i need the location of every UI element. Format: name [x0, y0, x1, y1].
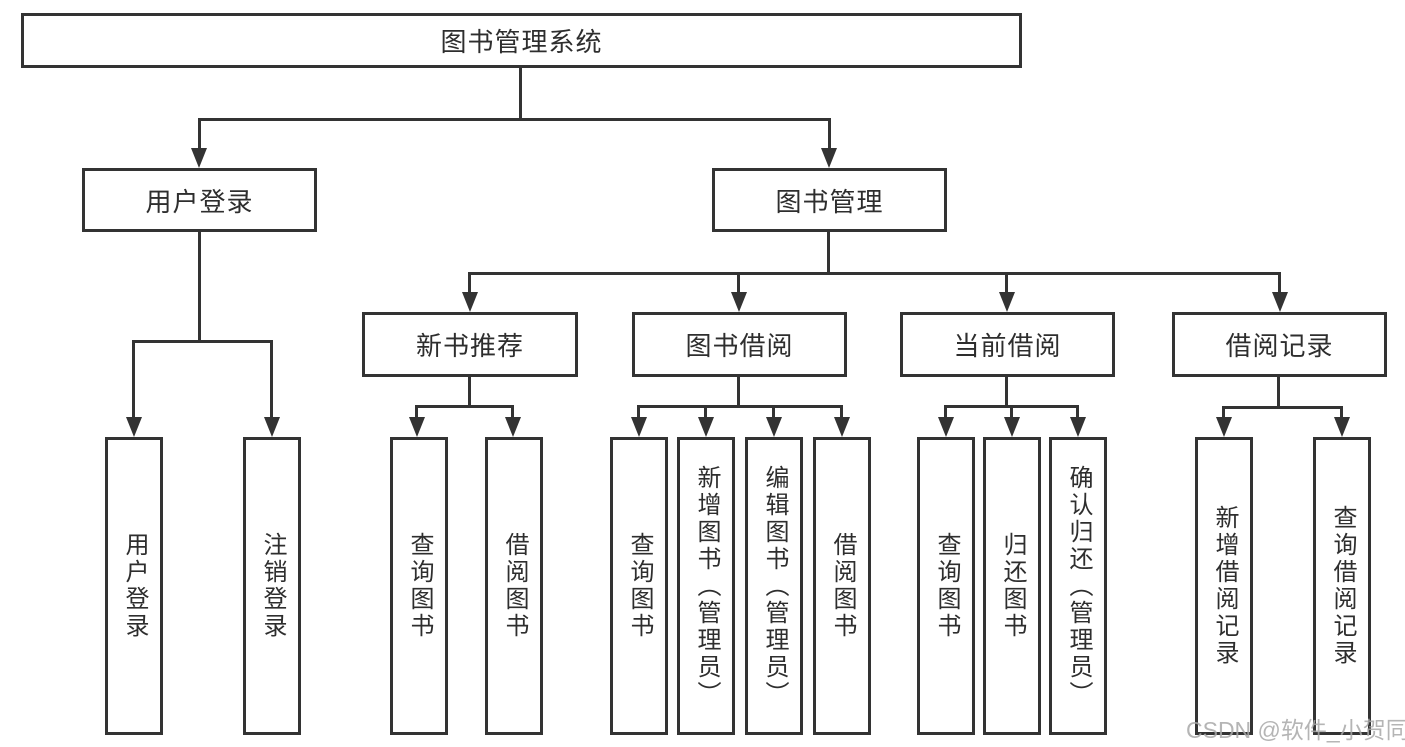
node-label: 借阅图书: [829, 532, 856, 640]
node-leaf-logout: 注销登录: [243, 437, 301, 735]
connector-line: [1010, 405, 1013, 419]
arrowhead-down-icon: [938, 417, 954, 437]
connector-line: [519, 68, 522, 118]
node-label: 查询图书: [933, 532, 960, 640]
connector-line: [468, 272, 1281, 275]
arrowhead-down-icon: [1070, 417, 1086, 437]
node-leaf-edit-books-admin: 编辑图书（管理员）: [745, 437, 803, 735]
node-label: 用户登录: [145, 186, 254, 217]
node-current-borrowing: 当前借阅: [900, 312, 1115, 377]
arrowhead-down-icon: [698, 417, 714, 437]
arrowhead-down-icon: [1334, 417, 1350, 437]
node-borrowing-records: 借阅记录: [1172, 312, 1387, 377]
connector-line: [198, 118, 201, 150]
arrowhead-down-icon: [264, 417, 280, 437]
connector-line: [1278, 272, 1281, 294]
connector-line: [1340, 406, 1343, 419]
arrowhead-down-icon: [731, 292, 747, 312]
arrowhead-down-icon: [1004, 417, 1020, 437]
connector-line: [944, 405, 947, 419]
arrowhead-down-icon: [505, 417, 521, 437]
node-label: 编辑图书（管理员）: [761, 464, 788, 708]
arrowhead-down-icon: [766, 417, 782, 437]
connector-line: [737, 272, 740, 294]
arrowhead-down-icon: [409, 417, 425, 437]
node-label: 借阅记录: [1225, 331, 1334, 361]
node-leaf-user-login: 用户登录: [105, 437, 163, 735]
arrowhead-down-icon: [191, 148, 207, 168]
node-leaf-confirm-return-admin: 确认归还（管理员）: [1049, 437, 1107, 735]
node-label: 当前借阅: [953, 331, 1062, 361]
connector-line: [1005, 377, 1008, 405]
arrowhead-down-icon: [631, 417, 647, 437]
arrowhead-down-icon: [1216, 417, 1232, 437]
node-leaf-query-borrow-record: 查询借阅记录: [1313, 437, 1371, 735]
node-label: 注销登录: [259, 532, 286, 640]
connector-line: [828, 118, 831, 150]
connector-line: [1277, 377, 1280, 406]
connector-line: [704, 405, 707, 419]
node-label: 查询借阅记录: [1329, 505, 1356, 667]
connector-line: [132, 340, 273, 343]
arrowhead-down-icon: [1272, 292, 1288, 312]
connector-line: [772, 405, 775, 419]
node-root: 图书管理系统: [21, 13, 1022, 68]
node-label: 新增借阅记录: [1211, 505, 1238, 667]
node-label: 图书管理系统: [440, 27, 603, 57]
arrowhead-down-icon: [999, 292, 1015, 312]
connector-line: [737, 377, 740, 405]
node-leaf-borrow-books-recommend: 借阅图书: [485, 437, 543, 735]
connector-line: [1222, 406, 1343, 409]
connector-line: [1005, 272, 1008, 294]
connector-line: [637, 405, 843, 408]
node-leaf-query-books-recommend: 查询图书: [390, 437, 448, 735]
connector-line: [415, 405, 418, 419]
node-label: 确认归还（管理员）: [1065, 464, 1092, 708]
connector-line: [840, 405, 843, 419]
node-book-borrowing: 图书借阅: [632, 312, 847, 377]
connector-line: [468, 377, 471, 405]
connector-line: [468, 272, 471, 294]
node-label: 归还图书: [999, 532, 1026, 640]
node-label: 查询图书: [406, 532, 433, 640]
connector-line: [1222, 406, 1225, 419]
connector-line: [637, 405, 640, 419]
connector-line: [198, 118, 831, 121]
connector-line: [511, 405, 514, 419]
node-leaf-query-books-borrowing: 查询图书: [610, 437, 668, 735]
node-book-management-group: 图书管理: [712, 168, 947, 232]
node-label: 图书管理: [775, 186, 884, 217]
node-label: 图书借阅: [685, 331, 794, 361]
node-leaf-add-borrow-record: 新增借阅记录: [1195, 437, 1253, 735]
node-label: 用户登录: [121, 532, 148, 640]
node-leaf-query-books-current: 查询图书: [917, 437, 975, 735]
arrowhead-down-icon: [834, 417, 850, 437]
node-label: 借阅图书: [501, 532, 528, 640]
node-user-login-group: 用户登录: [82, 168, 317, 232]
arrowhead-down-icon: [126, 417, 142, 437]
node-new-book-recommend: 新书推荐: [362, 312, 578, 377]
node-label: 查询图书: [626, 532, 653, 640]
connector-line: [1076, 405, 1079, 419]
node-leaf-add-books-admin: 新增图书（管理员）: [677, 437, 735, 735]
node-leaf-borrow-books: 借阅图书: [813, 437, 871, 735]
node-label: 新增图书（管理员）: [693, 464, 720, 708]
connector-line: [415, 405, 514, 408]
arrowhead-down-icon: [821, 148, 837, 168]
connector-line: [198, 232, 201, 340]
connector-line: [270, 340, 273, 419]
connector-line: [132, 340, 135, 419]
node-label: 新书推荐: [415, 331, 524, 361]
csdn-watermark: CSDN @软件_小贺同学: [1186, 717, 1405, 743]
node-leaf-return-books: 归还图书: [983, 437, 1041, 735]
connector-line: [827, 232, 830, 272]
arrowhead-down-icon: [462, 292, 478, 312]
